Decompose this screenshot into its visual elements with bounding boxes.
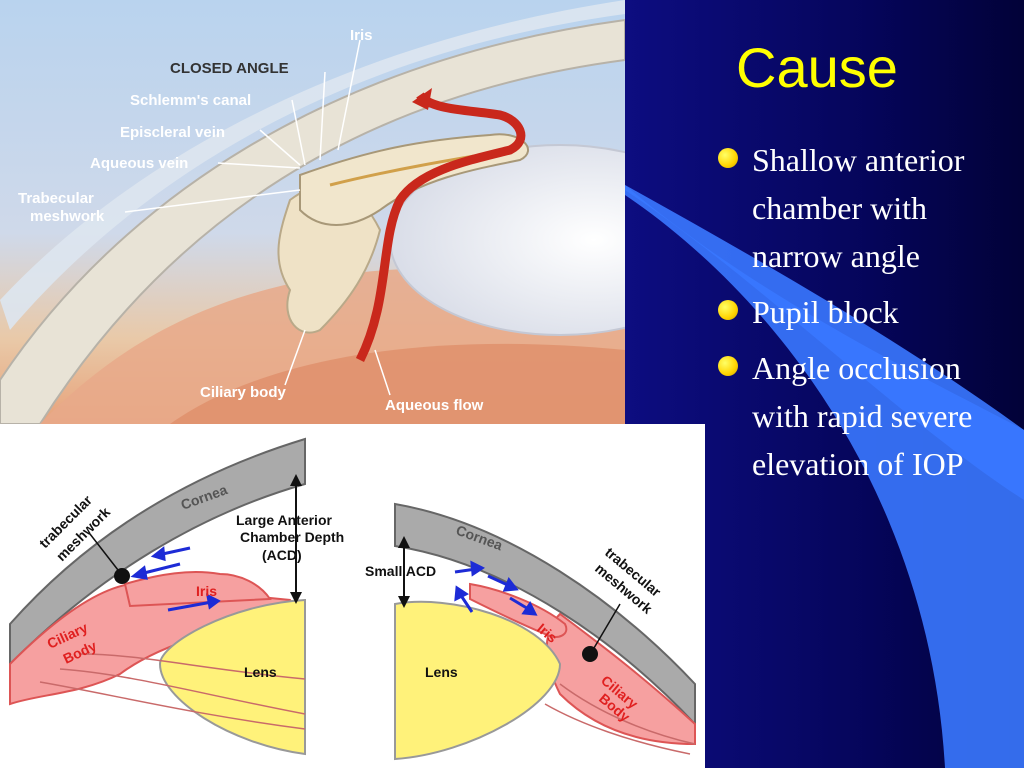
bullet-item: Shallow anterior chamber with narrow ang… xyxy=(716,136,1016,280)
label-aqueous-vein: Aqueous vein xyxy=(90,155,188,172)
slide-title: Cause xyxy=(736,36,898,99)
label-lens-left: Lens xyxy=(244,664,277,680)
bullet-text: Pupil block xyxy=(752,294,899,330)
label-iris: Iris xyxy=(350,27,373,44)
label-lens-right: Lens xyxy=(425,664,458,680)
bullet-dot-icon xyxy=(718,356,738,376)
label-trabecular: Trabecular xyxy=(18,190,94,207)
label-acd-line3: (ACD) xyxy=(262,547,302,563)
bullet-text: Angle occlusion with rapid severe elevat… xyxy=(752,350,973,482)
label-meshwork: meshwork xyxy=(30,208,105,225)
closed-angle-illustration: Iris CLOSED ANGLE Schlemm's canal Episcl… xyxy=(0,0,625,424)
left-eye-schematic: Cornea trabecular meshwork Large Anterio… xyxy=(9,437,344,756)
bullet-dot-icon xyxy=(718,148,738,168)
label-ciliary-body: Ciliary body xyxy=(200,384,287,401)
bullet-text: Shallow anterior chamber with narrow ang… xyxy=(752,142,965,274)
bullet-item: Angle occlusion with rapid severe elevat… xyxy=(716,344,1016,488)
label-acd-line2: Chamber Depth xyxy=(240,529,344,545)
label-episcleral-vein: Episcleral vein xyxy=(120,124,225,141)
label-aqueous-flow: Aqueous flow xyxy=(385,397,484,414)
bullet-item: Pupil block xyxy=(716,288,1016,336)
label-schlemms-canal: Schlemm's canal xyxy=(130,92,251,109)
label-small-acd: Small ACD xyxy=(365,563,436,579)
right-eye-schematic: Cornea Small ACD trabecular meshwork Iri… xyxy=(365,502,696,761)
acd-comparison-drawing: Cornea trabecular meshwork Large Anterio… xyxy=(9,437,696,761)
acd-comparison-diagram: Cornea trabecular meshwork Large Anterio… xyxy=(0,424,705,768)
bullet-dot-icon xyxy=(718,300,738,320)
label-iris-left: Iris xyxy=(196,583,217,599)
bullet-list: Shallow anterior chamber with narrow ang… xyxy=(716,136,1016,496)
label-acd-line1: Large Anterior xyxy=(236,512,332,528)
label-closed-angle: CLOSED ANGLE xyxy=(170,60,289,77)
closed-angle-drawing: Iris CLOSED ANGLE Schlemm's canal Episcl… xyxy=(0,0,625,424)
